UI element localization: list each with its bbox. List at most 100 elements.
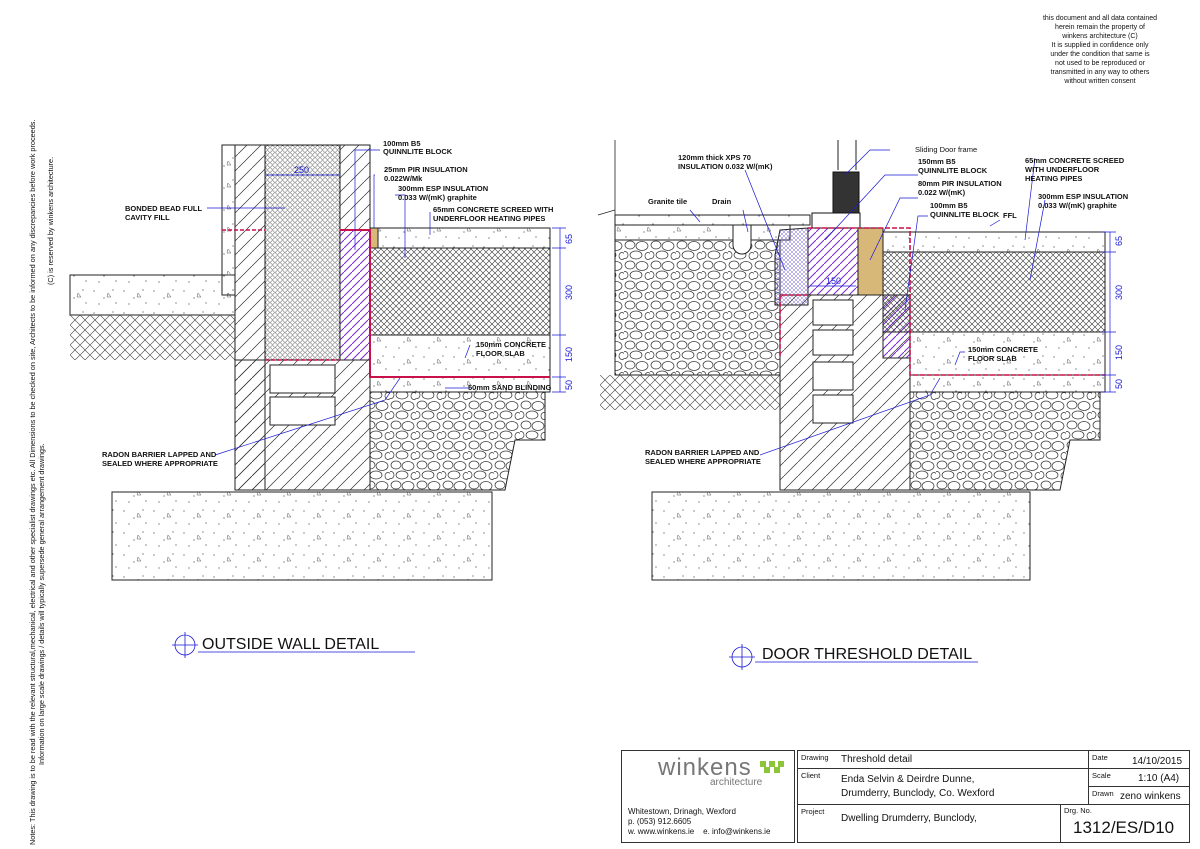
logo-name: winkens (658, 754, 752, 781)
label-esp: 0.033 W/(mK) graphite (398, 193, 477, 202)
screed (377, 227, 551, 249)
label-block-150: QUINNLITE BLOCK (918, 166, 988, 175)
label-xps: INSULATION 0.032 W/(mK) (678, 162, 773, 171)
scale-value: 1:10 (A4) (1138, 773, 1180, 784)
pir-insulation (369, 227, 379, 249)
label-pir: 0.022 W/(mK) (918, 188, 966, 197)
dim-screed: 65 (1114, 236, 1124, 246)
date-label: Date (1092, 753, 1108, 762)
label-screed: 65mm CONCRETE SCREED WITH (433, 205, 553, 214)
outside-wall-detail: 250 65 300 150 50 100mm B5 QUINNLITE BLO… (69, 139, 574, 658)
dim-screed: 65 (564, 234, 574, 244)
label-slab: FLOOR SLAB (476, 349, 525, 358)
label-screed: UNDERFLOOR HEATING PIPES (433, 214, 545, 223)
logo-box: winkens architecture Whitestown, Drinagh… (621, 750, 795, 843)
outside-wall-title: OUTSIDE WALL DETAIL (202, 636, 379, 653)
door-threshold-title: DOOR THRESHOLD DETAIL (762, 646, 972, 663)
dim-insulation: 300 (1114, 285, 1124, 300)
radon-barrier (779, 227, 1105, 376)
label-block-100: 100mm B5 (930, 201, 968, 210)
label-block: QUINNLITE BLOCK (383, 147, 453, 156)
quinnlite-block (339, 229, 371, 361)
label-radon: RADON BARRIER LAPPED AND (102, 450, 217, 459)
label-ffl: FFL (1003, 211, 1017, 220)
label-radon: SEALED WHERE APPROPRIATE (645, 457, 761, 466)
project-value: Dwelling Drumderry, Bunclody, (841, 813, 977, 824)
label-block-150: 150mm B5 (918, 157, 956, 166)
address: Whitestown, Drinagh, Wexford (628, 807, 736, 816)
sliding-door-frame (811, 140, 861, 229)
granite-tile (614, 214, 811, 226)
hardcore (614, 239, 781, 376)
label-esp: 0.033 W/(mK) graphite (1038, 201, 1117, 210)
foundation-footing (111, 491, 493, 581)
external-ground (70, 315, 235, 360)
drawing-value: Threshold detail (841, 754, 913, 765)
section-marker-icon (172, 632, 415, 658)
copyright-line: It is supplied in confidence only (1051, 42, 1149, 49)
label-radon: RADON BARRIER LAPPED AND (645, 448, 760, 457)
section-marker-icon (729, 644, 978, 670)
label-pir: 25mm PIR INSULATION (384, 165, 468, 174)
hardcore (909, 391, 1101, 491)
foundation-footing (651, 491, 1031, 581)
render-finish (221, 144, 236, 296)
pir-insulation (857, 227, 884, 296)
drg-no-value: 1312/ES/D10 (1073, 818, 1175, 837)
label-esp: 300mm ESP INSULATION (398, 184, 488, 193)
client-label: Client (801, 771, 821, 780)
logo-subtitle: architecture (710, 777, 763, 788)
copyright-line: winkens architecture (C) (1062, 33, 1138, 40)
label-drain: Drain (712, 197, 732, 206)
label-block: 100mm B5 (383, 139, 421, 148)
concrete-slab (909, 331, 1106, 376)
dim-sand: 50 (564, 380, 574, 390)
bedding (614, 224, 791, 241)
copyright-line: herein remain the property of (1055, 24, 1145, 31)
copyright-line: under the condition that same is (1050, 51, 1150, 58)
label-screed: 65mm CONCRETE SCREED (1025, 156, 1125, 165)
label-radon: SEALED WHERE APPROPRIATE (102, 459, 218, 468)
xps-insulation (774, 227, 809, 306)
external-ground (600, 375, 780, 410)
dim-cavity: 250 (294, 165, 309, 175)
label-screed: HEATING PIPES (1025, 174, 1082, 183)
project-label: Project (801, 807, 825, 816)
label-granite: Granite tile (648, 197, 687, 206)
web-email: w. www.winkens.ie e. info@winkens.ie (628, 827, 771, 836)
phone: p. (053) 912.6605 (628, 817, 692, 826)
label-pir: 80mm PIR INSULATION (918, 179, 1002, 188)
copyright-line: this document and all data contained (1042, 15, 1158, 22)
label-sand: 50mm SAND BLINDING (468, 383, 552, 392)
drawing-label: Drawing (801, 753, 829, 762)
cavity-fill (264, 144, 341, 361)
copyright-line: without written consent (1064, 78, 1136, 85)
label-esp: 300mm ESP INSULATION (1038, 192, 1128, 201)
info-box: Drawing Threshold detail Client Enda Sel… (797, 750, 1190, 843)
client-line1: Enda Selvin & Deirdre Dunne, (841, 774, 975, 785)
copyright-line: transmitted in any way to others (1050, 69, 1150, 76)
logo-squares-icon (760, 761, 786, 773)
label-screed: WITH UNDERFLOOR (1025, 165, 1100, 174)
label-slab: FLOOR SLAB (968, 354, 1017, 363)
label-frame: Sliding Door frame (915, 145, 977, 154)
label-xps: 120mm thick XPS 70 (678, 153, 751, 162)
label-slab: 150mm CONCRETE (476, 340, 546, 349)
drg-no-label: Drg. No. (1064, 806, 1092, 815)
copyright-line: not used to be reproduced or (1055, 60, 1145, 67)
sand-blinding (909, 374, 1106, 393)
scale-label: Scale (1092, 771, 1111, 780)
dim-slab: 150 (564, 347, 574, 362)
dim-block: 150 (826, 276, 841, 286)
door-threshold-detail: 150 65 300 150 50 Sliding Door frame 120… (597, 140, 1128, 670)
dimension-lines (810, 231, 1116, 393)
esp-insulation (369, 247, 551, 336)
screed (882, 231, 1106, 253)
dim-insulation: 300 (564, 285, 574, 300)
hardcore (369, 391, 546, 491)
label-cavity: CAVITY FILL (125, 213, 170, 222)
label-pir: 0.022W/Mk (384, 174, 423, 183)
client-line2: Drumderry, Bunclody, Co. Wexford (841, 788, 995, 799)
label-slab: 150mm CONCRETE (968, 345, 1038, 354)
